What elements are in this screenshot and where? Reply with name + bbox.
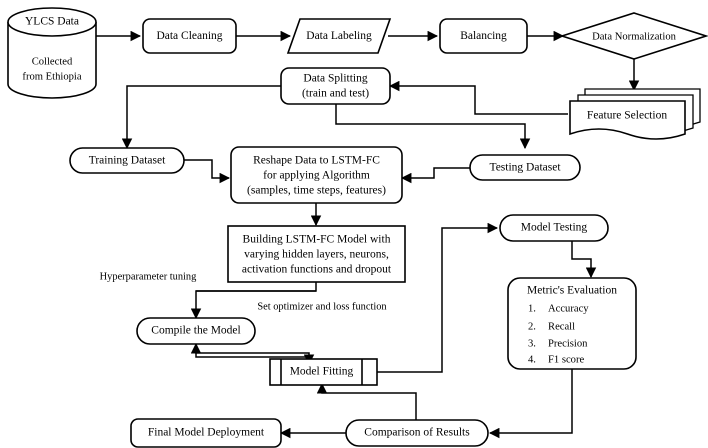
node-training-dataset[interactable]: Training Dataset [69, 147, 185, 174]
edge-fitting-to-compile [190, 342, 309, 358]
node-data-source[interactable]: YLCS Data Collected from Ethiopia [7, 7, 97, 99]
node-data-splitting[interactable]: Data Splitting (train and test) [280, 67, 391, 105]
metrics-item-num-2: 2. [528, 321, 536, 332]
metrics-item-num-1: 1. [528, 303, 536, 314]
node-feature-selection[interactable]: Feature Selection [569, 88, 701, 140]
comparison-results-box [345, 419, 489, 447]
training-dataset-label: Training Dataset [89, 155, 166, 167]
balancing-box [439, 18, 528, 54]
metrics-item-num-4: 4. [528, 354, 536, 365]
edge-testing-to-reshape [400, 167, 470, 184]
building-line2: varying hidden layers, neurons, [244, 249, 389, 261]
metrics-item-num-3: 3. [528, 338, 536, 349]
compile-model-label: Compile the Model [151, 325, 240, 337]
compile-model-box [136, 317, 256, 345]
node-data-normalization[interactable]: Data Normalization [559, 12, 708, 60]
edge-splitting-to-training [121, 85, 281, 150]
model-fitting-label: Model Fitting [290, 366, 354, 378]
data-labeling-label: Data Labeling [306, 30, 372, 42]
balancing-label: Balancing [460, 30, 507, 42]
model-testing-box [499, 214, 609, 242]
data-splitting-line1: Data Splitting [303, 73, 367, 85]
node-final-deployment[interactable]: Final Model Deployment [130, 418, 282, 448]
metrics-item-2: Recall [548, 321, 575, 332]
metrics-item-1: Accuracy [548, 303, 589, 314]
edge-metrics-to-comparison [488, 369, 573, 439]
node-balancing[interactable]: Balancing [439, 18, 528, 54]
node-testing-dataset[interactable]: Testing Dataset [469, 154, 581, 181]
node-reshape-data[interactable]: Reshape Data to LSTM-FC for applying Alg… [230, 146, 403, 204]
building-model-box [227, 225, 406, 283]
node-building-model[interactable]: Building LSTM-FC Model with varying hidd… [227, 225, 406, 283]
node-comparison-results[interactable]: Comparison of Results [345, 419, 489, 447]
node-metrics-evaluation[interactable]: Metric's Evaluation 1. Accuracy 2. Recal… [507, 277, 637, 370]
edge-training-to-reshape [184, 159, 231, 184]
model-fitting-box [269, 358, 378, 386]
comparison-results-label: Comparison of Results [364, 427, 470, 439]
training-dataset-box [69, 147, 185, 174]
metrics-item-3: Precision [548, 338, 588, 349]
data-normalization-diamond [559, 12, 708, 60]
feature-selection-label: Feature Selection [587, 110, 667, 122]
connectors [96, 30, 640, 439]
node-data-labeling[interactable]: Data Labeling [286, 18, 392, 54]
reshape-line2: for applying Algorithm [263, 170, 370, 182]
metrics-evaluation-box [507, 277, 637, 370]
edge-building-to-compile [190, 282, 317, 320]
feature-selection-doc-front [569, 100, 686, 140]
building-line1: Building LSTM-FC Model with [243, 234, 391, 246]
node-compile-model[interactable]: Compile the Model [136, 317, 256, 345]
edge-fitting-to-testing [377, 222, 499, 373]
testing-dataset-box [469, 154, 581, 181]
edge-splitting-to-testing [335, 104, 531, 150]
hyperparameter-tuning-label: Hyperparameter tuning [100, 271, 197, 282]
final-deployment-box [130, 418, 282, 448]
node-data-cleaning[interactable]: Data Cleaning [142, 18, 237, 54]
data-normalization-label: Data Normalization [592, 31, 677, 42]
edge-testing-to-metrics [571, 240, 597, 279]
set-optimizer-label: Set optimizer and loss function [257, 301, 387, 312]
data-source-line2: from Ethiopia [22, 71, 81, 82]
metrics-title: Metric's Evaluation [527, 285, 617, 297]
cylinder-top [7, 7, 97, 37]
reshape-line1: Reshape Data to LSTM-FC [253, 155, 380, 167]
final-deployment-label: Final Model Deployment [148, 427, 265, 439]
building-line3: activation functions and dropout [242, 264, 392, 276]
data-source-line1: Collected [32, 56, 73, 67]
node-model-testing[interactable]: Model Testing [499, 214, 609, 242]
data-labeling-parallelogram [286, 18, 392, 54]
data-splitting-box [280, 67, 391, 105]
cylinder-body [7, 22, 97, 99]
data-cleaning-label: Data Cleaning [156, 30, 222, 42]
testing-dataset-label: Testing Dataset [489, 162, 561, 174]
edge-comparison-to-fitting [316, 382, 417, 421]
model-testing-label: Model Testing [521, 222, 588, 234]
reshape-line3: (samples, time steps, features) [247, 185, 386, 197]
reshape-data-box [230, 146, 403, 204]
edge-feature-to-splitting [388, 80, 568, 115]
data-cleaning-box [142, 18, 237, 54]
metrics-item-4: F1 score [548, 354, 584, 365]
data-source-title: YLCS Data [25, 16, 79, 28]
node-model-fitting[interactable]: Model Fitting [269, 358, 378, 386]
data-splitting-line2: (train and test) [302, 88, 369, 100]
